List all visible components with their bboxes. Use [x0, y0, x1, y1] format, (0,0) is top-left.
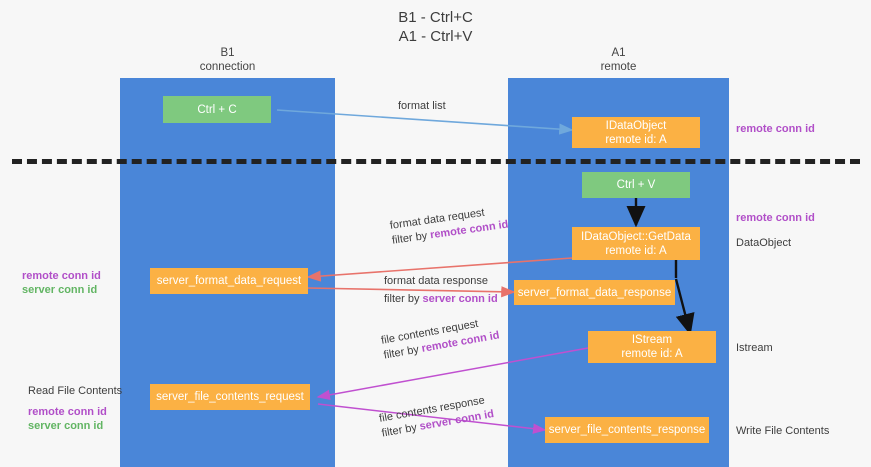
node-server-file-contents-response[interactable]: server_file_contents_response — [545, 417, 709, 443]
annotation-left-read-file-line-2: server conn id — [28, 420, 104, 432]
node-idataobject-line-1: IDataObject — [605, 119, 667, 132]
node-server-file-contents-request[interactable]: server_file_contents_request — [150, 384, 310, 410]
annotation-right-dataobject-text: DataObject — [736, 237, 792, 249]
node-istream[interactable]: IStream remote id: A — [588, 331, 716, 363]
edge-label-format-data-response-prefix: filter by — [384, 293, 423, 305]
annotation-right-write-file: Write File Contents — [736, 424, 829, 438]
lane-b1-name: B1 — [220, 47, 235, 59]
edge-label-format-data-request-prefix: filter by — [391, 229, 432, 247]
annotation-right-mid-text: remote conn id — [736, 212, 815, 224]
edge-label-file-contents-request: file contents request filter by remote c… — [380, 314, 501, 364]
annotation-right-write-file-text: Write File Contents — [736, 425, 830, 437]
node-idataobject-line-2: remote id: A — [605, 133, 667, 146]
edge-label-format-list: format list — [398, 99, 446, 114]
annotation-left-read-file: Read File Contents remote conn id server… — [28, 384, 122, 433]
title-line-1: B1 - Ctrl+C — [398, 9, 473, 26]
annotation-left-read-file-title: Read File Contents — [28, 385, 123, 397]
annotation-right-mid: remote conn id — [736, 211, 815, 225]
edge-label-format-list-line-1: format list — [398, 100, 446, 112]
node-ctrl-v[interactable]: Ctrl + V — [582, 172, 690, 198]
title-line-2: A1 - Ctrl+V — [398, 28, 473, 45]
node-server-format-data-request[interactable]: server_format_data_request — [150, 268, 308, 294]
edge-label-format-data-response-key: server conn id — [422, 293, 498, 305]
edge-label-format-data-request: format data request filter by remote con… — [389, 203, 509, 249]
annotation-right-top-text: remote conn id — [736, 123, 815, 135]
lane-b1-sub: connection — [199, 61, 256, 73]
annotation-left-mid: remote conn id server conn id — [22, 269, 101, 297]
node-istream-line-2: remote id: A — [621, 348, 683, 360]
node-server-format-data-response-label: server_format_data_response — [517, 286, 672, 299]
annotation-right-istream-text: Istream — [736, 342, 773, 354]
annotation-right-istream: Istream — [736, 341, 773, 355]
edge-label-file-contents-response: file contents response filter by server … — [378, 392, 495, 441]
node-idataobject-getdata-line-1: IDataObject::GetData — [581, 230, 691, 243]
section-divider — [12, 159, 860, 164]
lane-header-a1: A1 remote — [508, 46, 729, 74]
annotation-right-dataobject: DataObject — [736, 236, 791, 250]
node-ctrl-v-label: Ctrl + V — [616, 179, 656, 191]
annotation-left-mid-line-1: remote conn id — [22, 270, 101, 282]
annotation-left-read-file-line-1: remote conn id — [28, 406, 107, 418]
page-title: B1 - Ctrl+C A1 - Ctrl+V — [0, 8, 871, 46]
node-ctrl-c[interactable]: Ctrl + C — [163, 96, 271, 123]
node-server-format-data-request-label: server_format_data_request — [156, 275, 302, 287]
node-ctrl-c-label: Ctrl + C — [197, 103, 237, 116]
node-istream-line-1: IStream — [631, 334, 673, 346]
annotation-right-top: remote conn id — [736, 122, 815, 136]
node-server-file-contents-response-label: server_file_contents_response — [548, 424, 706, 436]
node-idataobject-getdata[interactable]: IDataObject::GetData remote id: A — [572, 227, 700, 260]
lane-header-b1: B1 connection — [120, 46, 335, 74]
lane-a1-name: A1 — [611, 47, 626, 59]
node-idataobject[interactable]: IDataObject remote id: A — [572, 117, 700, 148]
node-server-file-contents-request-label: server_file_contents_request — [156, 391, 304, 403]
node-idataobject-getdata-line-2: remote id: A — [605, 244, 667, 257]
edge-label-format-data-response-line-1: format data response — [384, 275, 488, 287]
node-server-format-data-response[interactable]: server_format_data_response — [514, 280, 675, 305]
edge-label-format-data-response: format data response filter by server co… — [384, 274, 498, 307]
annotation-left-mid-line-2: server conn id — [22, 284, 98, 296]
lane-a1-sub: remote — [600, 61, 637, 73]
